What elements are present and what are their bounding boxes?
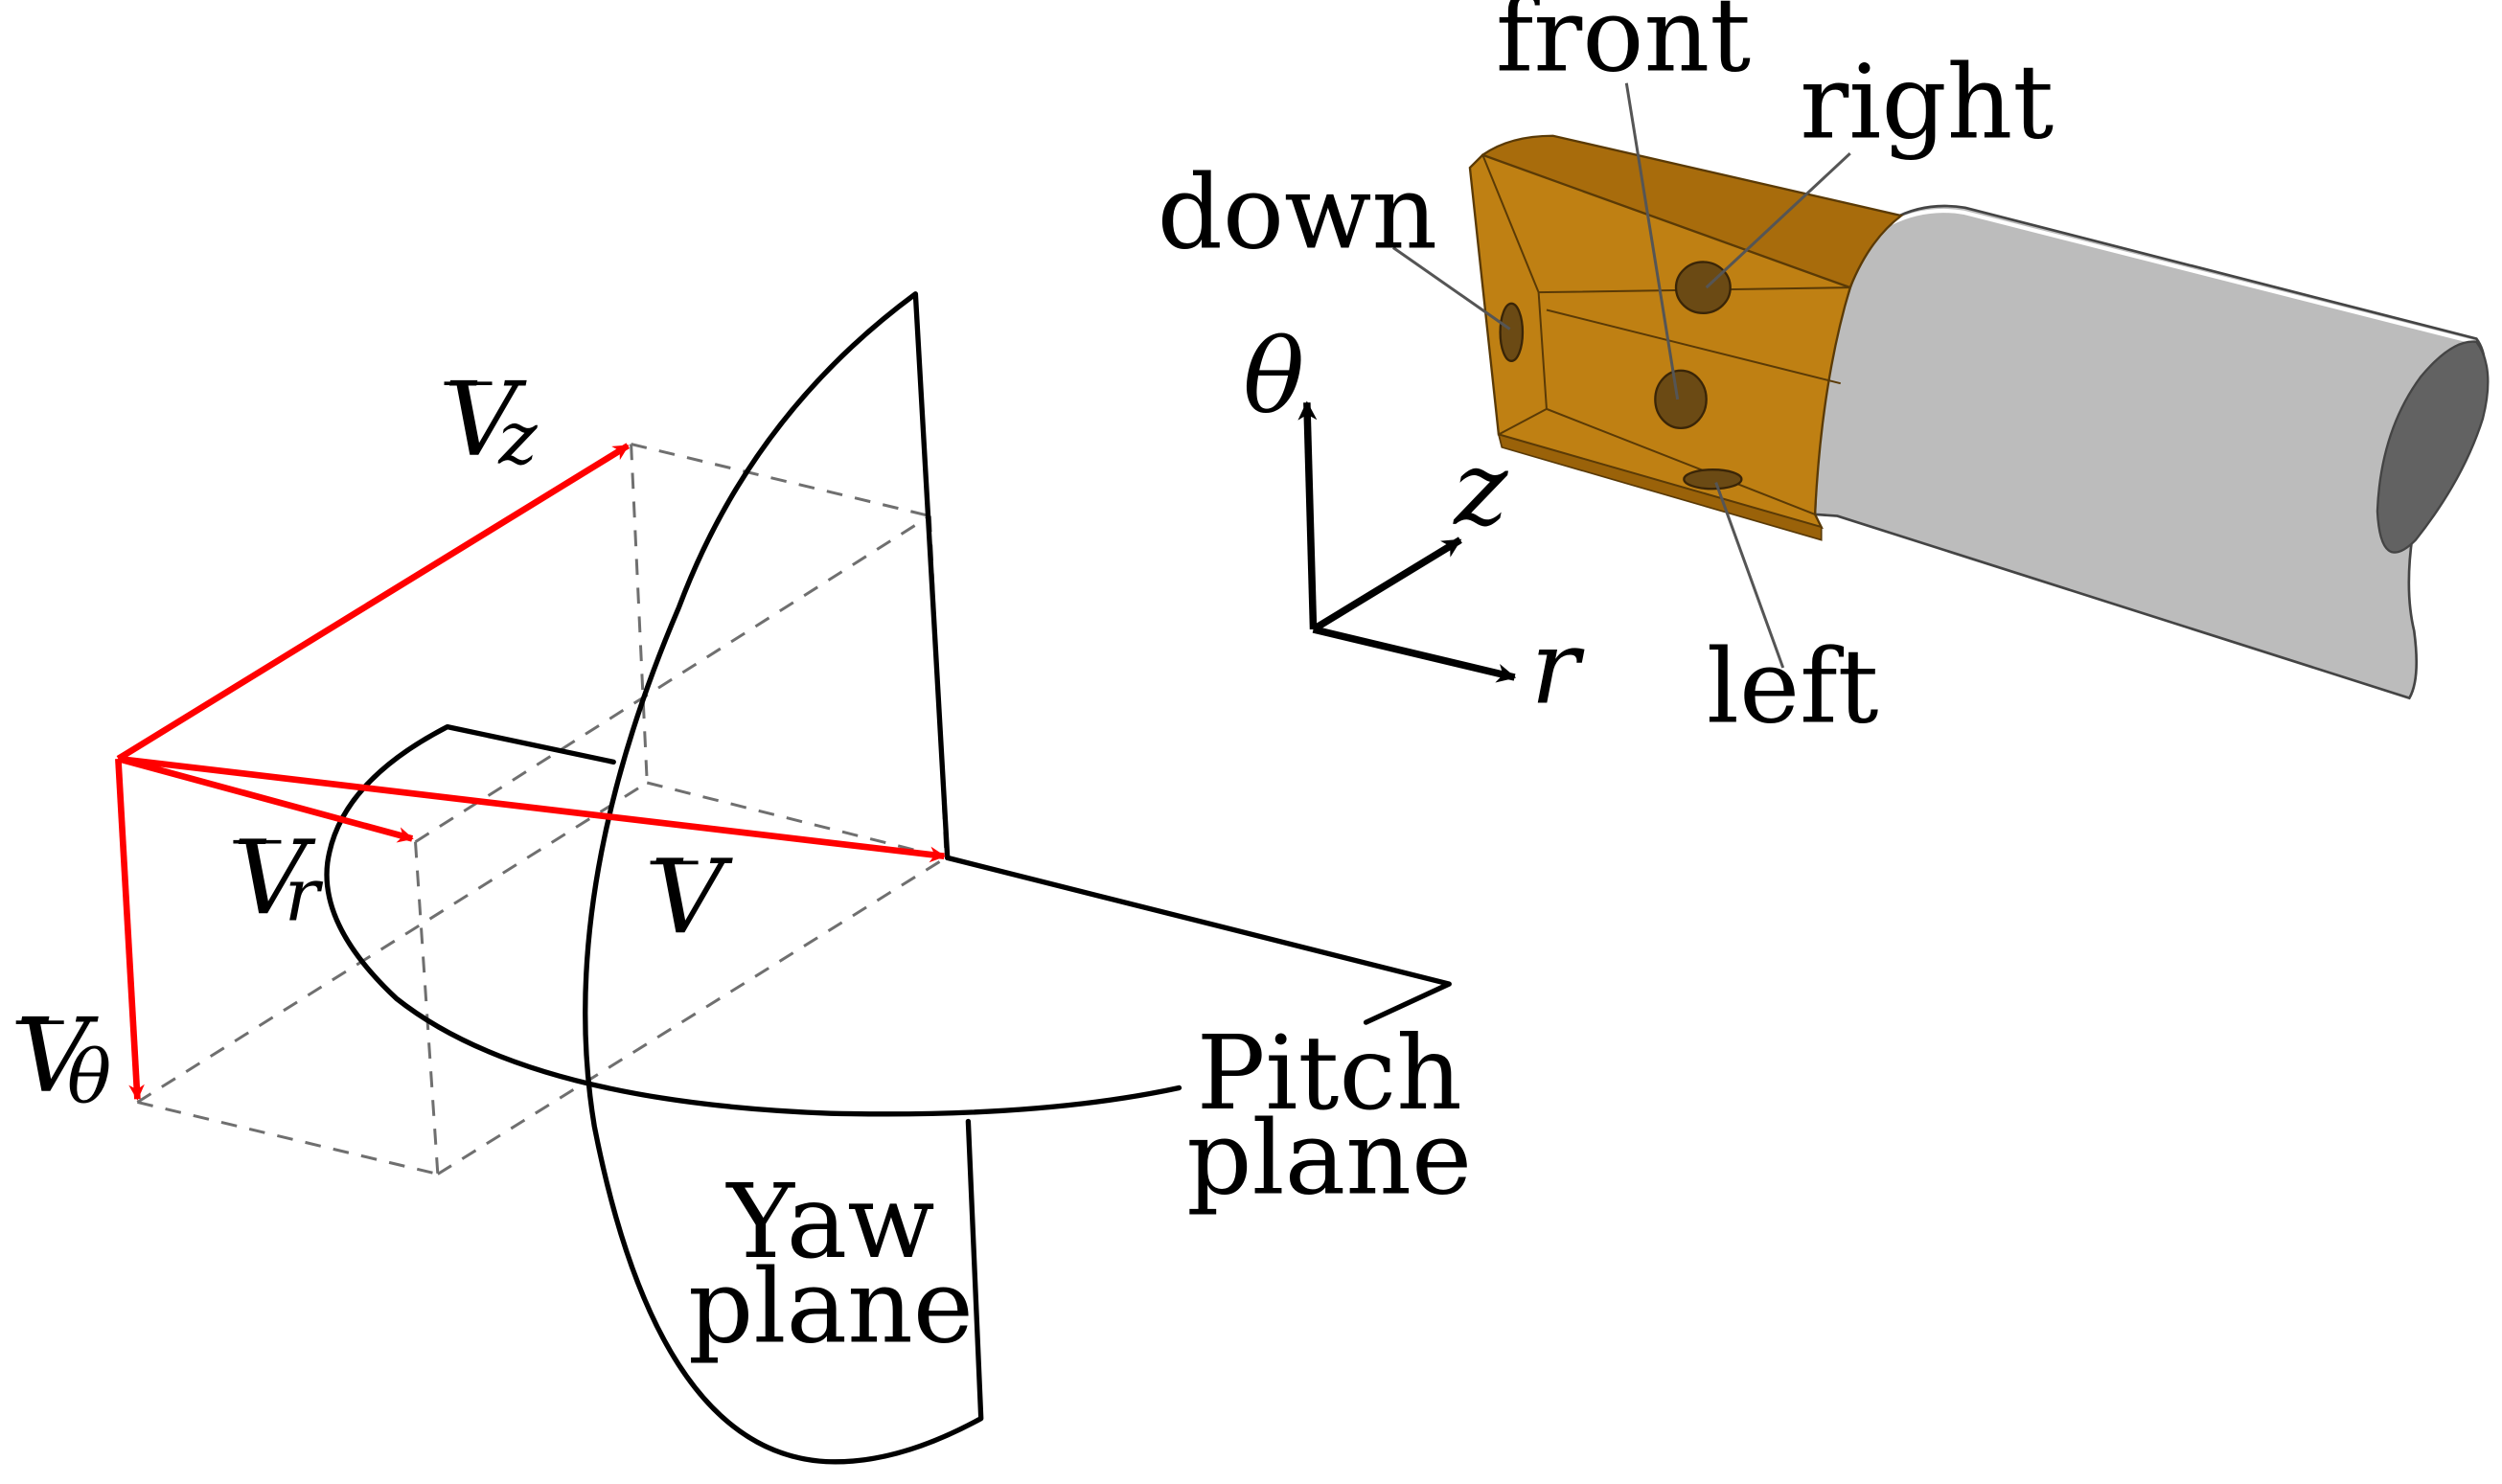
yaw-plane-outline — [583, 291, 984, 1465]
r-axis-label: r — [1530, 609, 1585, 728]
pitch-plane — [324, 723, 1452, 1117]
svg-text:V: V — [16, 997, 100, 1116]
svg-text:plane: plane — [1186, 1100, 1472, 1219]
velocity-decomposition-diagram: V z V V r V θ Pitch plane Yaw plane — [16, 291, 1472, 1465]
velocity-vectors — [115, 443, 947, 1101]
head-midline — [1546, 308, 1841, 385]
yaw-plane — [583, 291, 984, 1465]
probe-stem — [1813, 204, 2490, 700]
stem-bore — [2376, 340, 2490, 554]
svg-text:Pitch: Pitch — [1197, 1015, 1462, 1133]
hole-left — [1683, 468, 1743, 491]
probe-head — [1468, 134, 1904, 541]
head-bottom — [1497, 433, 1823, 541]
z-axis-label: z — [1452, 430, 1508, 549]
pitch-plane-outline — [324, 723, 1452, 1117]
coordinate-axes: θ z r — [1243, 318, 1585, 727]
head-top — [1481, 134, 1904, 289]
r-axis — [1312, 626, 1517, 683]
hole-down — [1499, 302, 1525, 363]
vector-vz-label: V z — [444, 361, 538, 482]
svg-text:V: V — [233, 820, 316, 939]
z-axis — [1311, 537, 1462, 633]
vector-vr-arrow — [117, 755, 414, 843]
svg-text:z: z — [497, 397, 538, 482]
hole-right — [1674, 261, 1732, 314]
pitch-plane-label: Pitch plane — [1186, 1015, 1472, 1218]
probe: front right down left — [1158, 0, 2490, 747]
svg-text:plane: plane — [688, 1248, 974, 1367]
svg-text:θ: θ — [67, 1035, 111, 1120]
stem-highlight — [1889, 208, 2474, 344]
yaw-plane-label: Yaw plane — [688, 1163, 974, 1366]
svg-text:V: V — [445, 361, 528, 480]
vector-vtheta-arrow — [115, 758, 145, 1101]
vector-vz-arrow — [116, 443, 630, 762]
theta-axis — [1297, 400, 1318, 630]
hole-left-label: left — [1707, 628, 1879, 747]
construction-box — [136, 443, 948, 1176]
vector-vtheta-label: V θ — [16, 997, 112, 1121]
vector-vr-label: V r — [233, 820, 323, 939]
hole-front — [1654, 369, 1708, 430]
svg-text:V: V — [651, 839, 734, 958]
hole-down-label: down — [1158, 153, 1438, 272]
svg-text:Yaw: Yaw — [724, 1163, 934, 1282]
theta-axis-label: θ — [1243, 318, 1304, 437]
vector-v-arrow — [117, 755, 947, 863]
hole-right-label: right — [1800, 43, 2054, 162]
hole-leader-lines — [1392, 82, 1851, 669]
vector-v-label: V — [651, 839, 734, 958]
svg-text:r: r — [285, 853, 324, 938]
hole-front-label: front — [1496, 0, 1751, 95]
